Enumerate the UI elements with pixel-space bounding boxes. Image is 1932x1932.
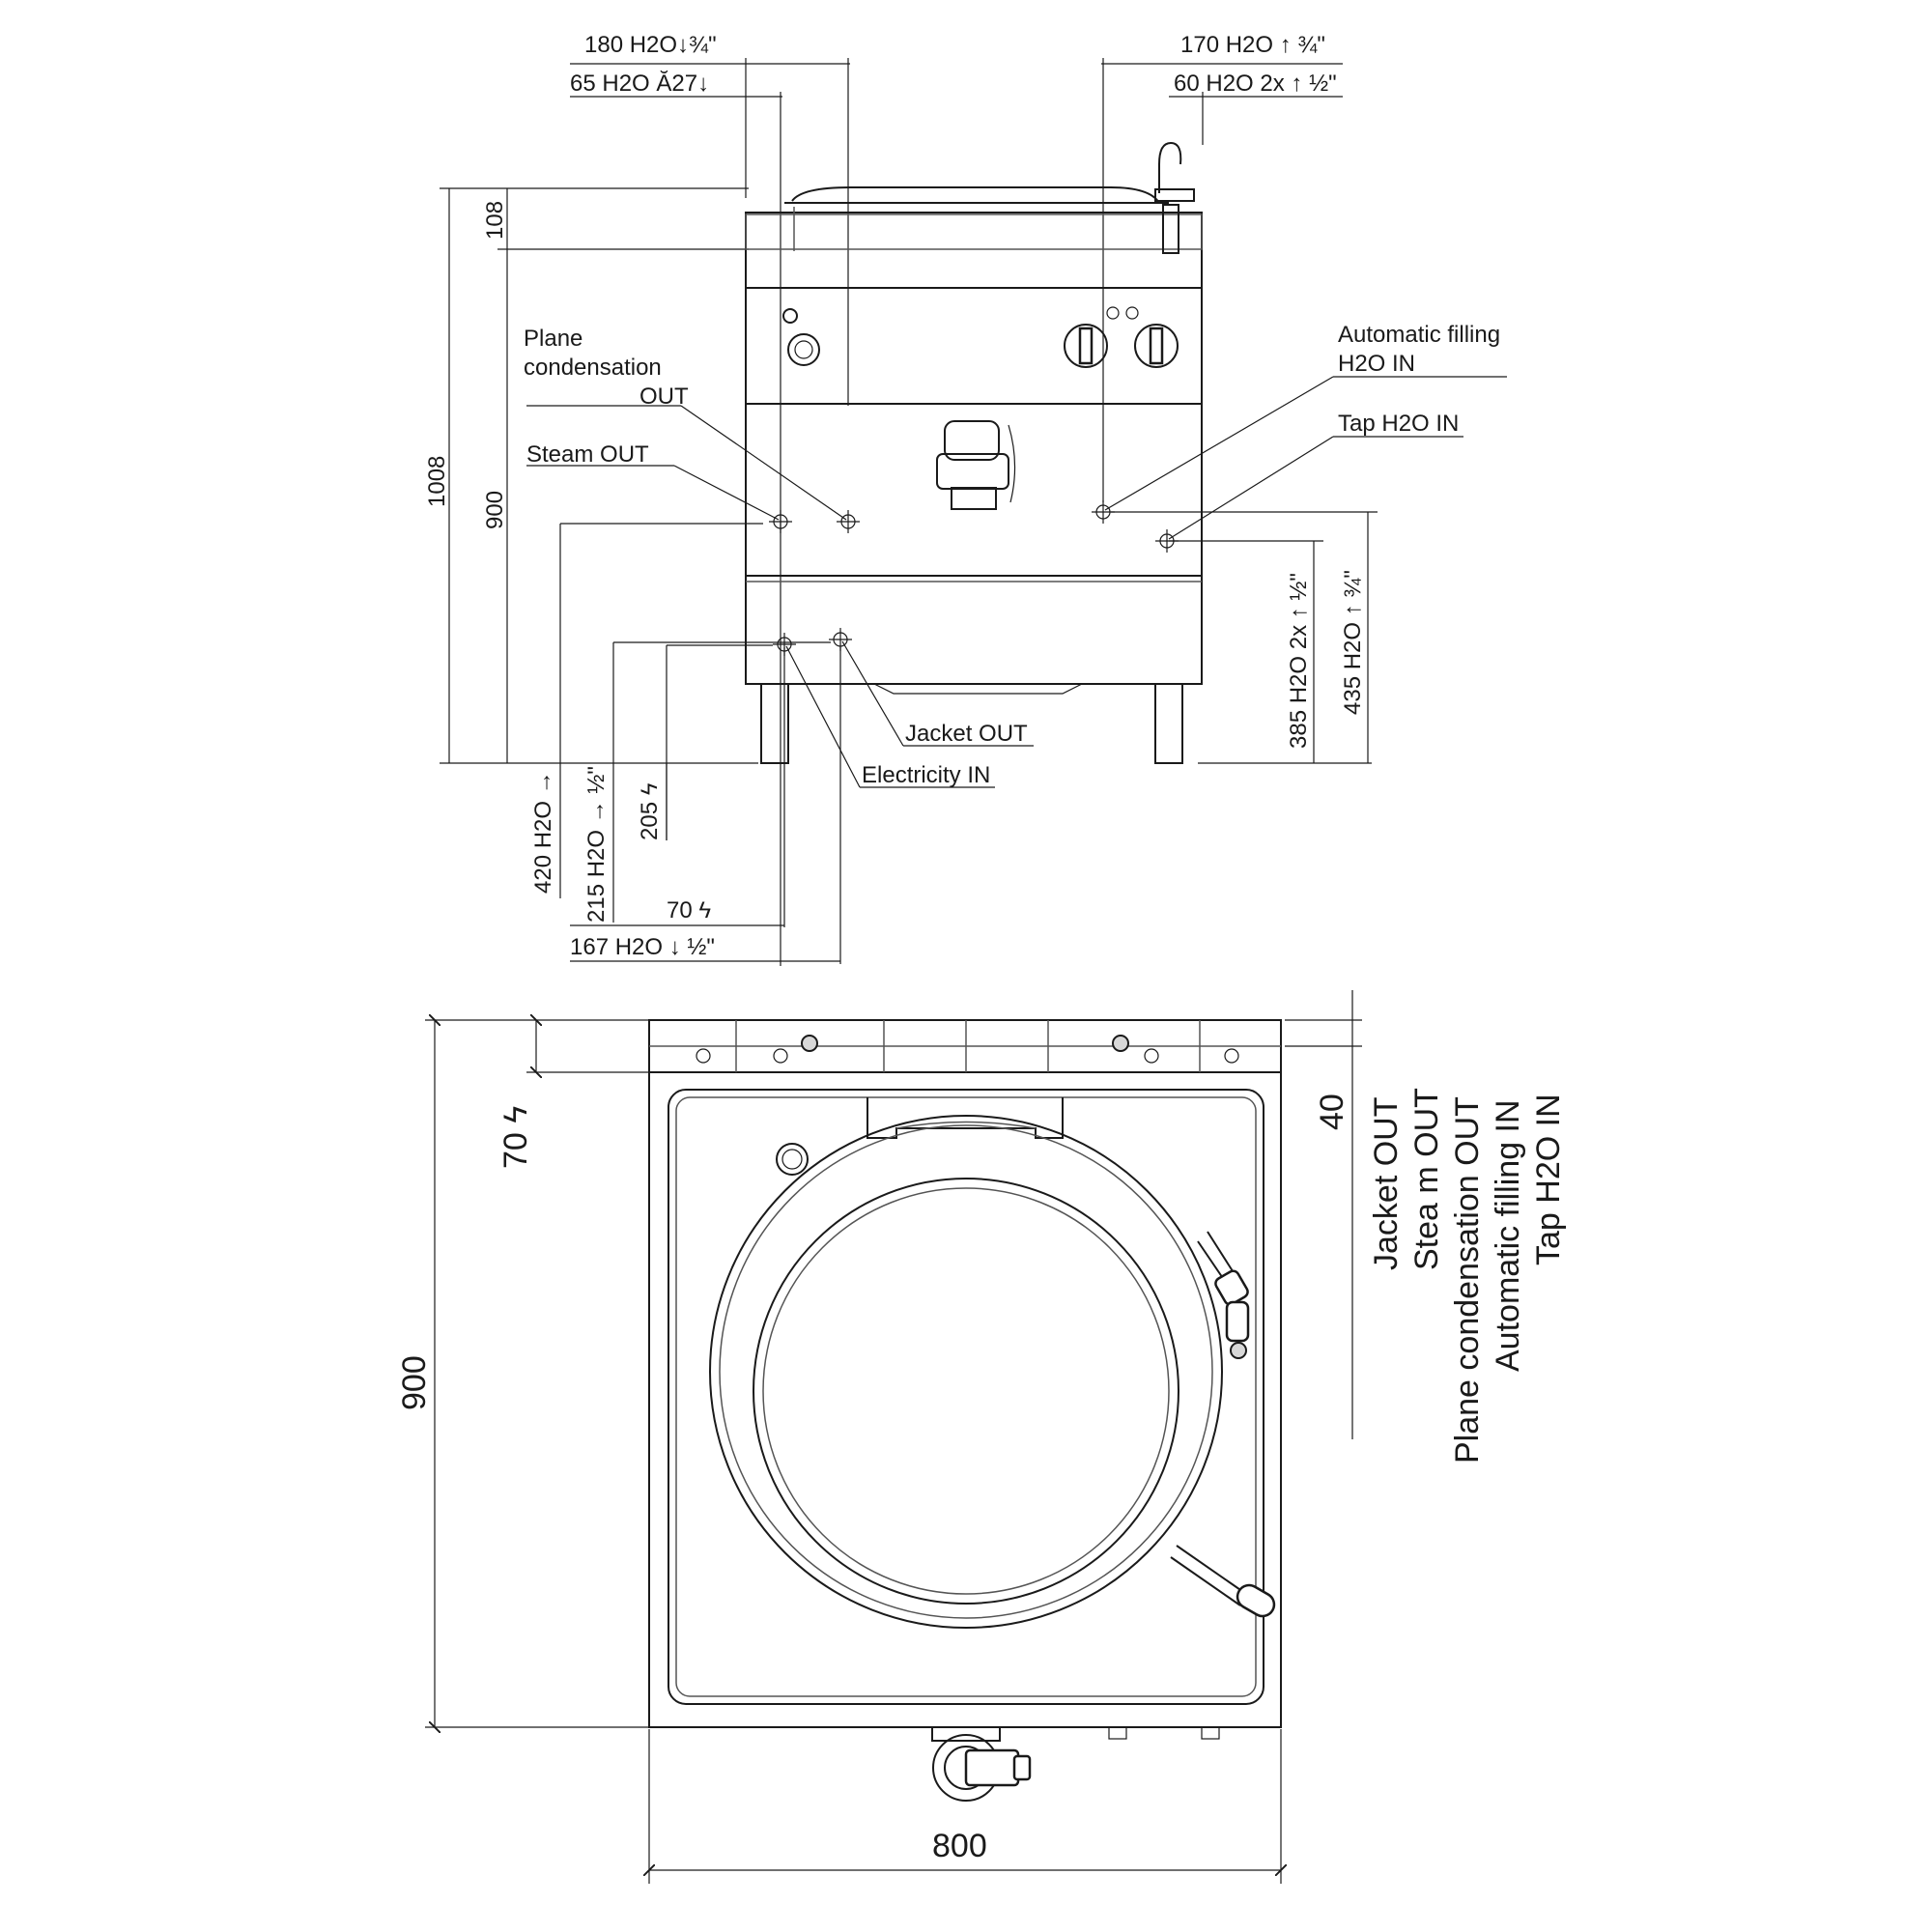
tilt-handle-icon (1170, 1545, 1276, 1618)
top-surface (668, 1089, 1264, 1705)
dim-180-h2o: 180 H2O↓¾" (584, 32, 717, 58)
label-automatic-filling-1: Automatic filling (1338, 322, 1500, 348)
kettle-rim-inner (753, 1178, 1179, 1605)
dim-167-h2o: 167 H2O ↓ ½" (570, 934, 715, 960)
label-automatic-filling-2: H2O IN (1338, 351, 1415, 377)
foot-right (1154, 683, 1183, 764)
label-plane-condensation-2: condensation (524, 355, 662, 381)
dim-435-h2o: 435 H2O ↑ ¾" (1340, 570, 1366, 715)
dim-width-800: 800 (932, 1828, 987, 1864)
right-dimension-lines (1111, 511, 1378, 764)
front-view: 180 H2O↓¾" 65 H2O Ă27↓ 170 H2O ↑ ¾" 60 H… (424, 32, 1507, 966)
dim-65-h2o: 65 H2O Ă27↓ (570, 71, 709, 97)
legend-steam-out: Stea m OUT (1408, 1088, 1445, 1270)
dim-60-h2o: 60 H2O 2x ↑ ½" (1174, 71, 1337, 97)
label-plane-condensation-3: OUT (639, 384, 689, 410)
rear-connection-rail (648, 1019, 1282, 1073)
drain-valve-icon (936, 420, 1016, 510)
dim-205: 205 ϟ (637, 782, 663, 840)
label-steam-out: Steam OUT (526, 441, 649, 468)
legend-plane-condensation-out: Plane condensation OUT (1449, 1096, 1486, 1463)
control-knob-1-icon (1064, 324, 1108, 368)
legend-jacket-out: Jacket OUT (1368, 1097, 1405, 1270)
legend-automatic-filling-in: Automatic filling IN (1490, 1099, 1526, 1372)
callout-leaders (526, 376, 1507, 788)
indicator-lamp-icon (782, 308, 798, 324)
top-view-dimension-lines (425, 990, 1362, 1884)
dim-900: 900 (482, 491, 508, 529)
filling-indicator-icon (776, 1143, 809, 1176)
foot-left (760, 683, 789, 764)
dim-420-h2o: 420 H2O → (530, 771, 556, 894)
dim-385-h2o: 385 H2O 2x ↑ ½" (1286, 573, 1312, 749)
connection-points (769, 500, 1179, 656)
height-dimension-lines (440, 187, 831, 840)
dim-108: 108 (482, 201, 508, 240)
label-jacket-out: Jacket OUT (905, 721, 1028, 747)
lid-hinge (867, 1097, 1064, 1139)
label-plane-condensation-1: Plane (524, 326, 582, 352)
water-tap-icon (1154, 141, 1195, 254)
control-knob-2-icon (1134, 324, 1179, 368)
water-tap-top-icon (1197, 1231, 1250, 1359)
drain-outlet-top-icon (931, 1726, 1032, 1802)
dim-offset-40: 40 (1314, 1094, 1350, 1130)
dim-elec-70: 70 ϟ (497, 1106, 534, 1169)
legend-tap-h2o-in: Tap H2O IN (1530, 1094, 1567, 1265)
dim-170-h2o: 170 H2O ↑ ¾" (1180, 32, 1325, 58)
kettle-rim-outer (709, 1115, 1223, 1629)
dim-1008: 1008 (424, 456, 450, 507)
thermometer-gauge-icon (787, 333, 820, 366)
label-electricity-in: Electricity IN (862, 762, 990, 788)
label-tap-h2o-in: Tap H2O IN (1338, 411, 1459, 437)
dim-70: 70 ϟ (667, 897, 711, 923)
dim-215-h2o: 215 H2O → ½" (583, 766, 610, 923)
bottom-left-dimension-lines (559, 647, 841, 964)
top-outline (648, 1019, 1282, 1728)
top-view: 800 900 70 ϟ 40 Jacket OUT Stea m OUT Pl… (396, 990, 1567, 1884)
dim-depth-900: 900 (396, 1355, 433, 1410)
kettle-front-body (745, 141, 1203, 764)
